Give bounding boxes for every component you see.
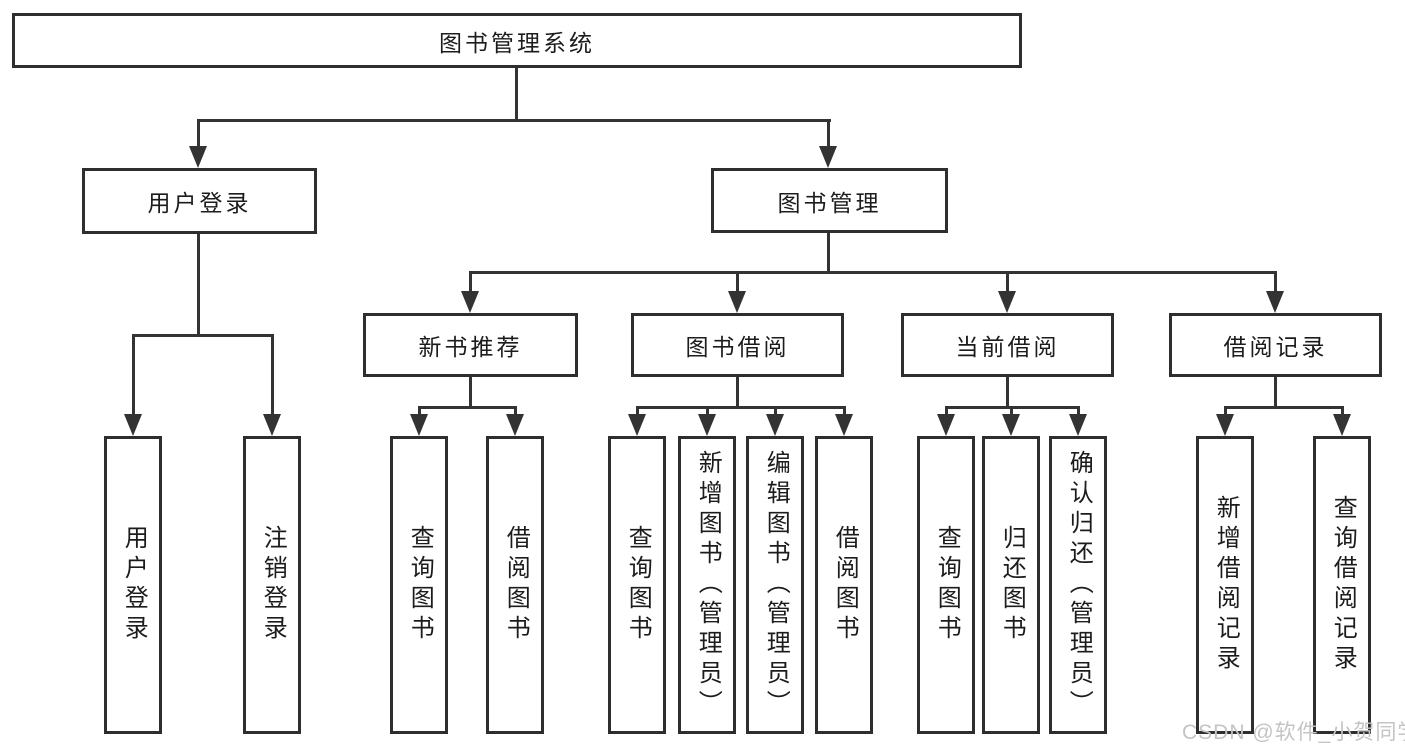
leaf-query-borrow-record: 查询借阅记录 [1313,436,1371,734]
arrow-down-icon [410,414,428,436]
arrow-down-icon [1333,414,1351,436]
leaf-user-login: 用户登录 [104,436,162,734]
leaf-query-books-borrow-label: 查询图书 [624,525,652,645]
connector-book-borrow-bus [636,406,846,409]
connector-drop-leaf [1224,406,1227,418]
node-book-management: 图书管理 [711,168,948,233]
leaf-logout-label: 注销登录 [259,525,287,645]
leaf-add-book-admin: 新增图书（管理员） [678,436,736,734]
leaf-query-books-current-label: 查询图书 [933,525,961,645]
leaf-add-book-admin-label: 新增图书（管理员） [694,450,722,720]
node-new-book-recommend: 新书推荐 [363,313,578,377]
node-book-borrow: 图书借阅 [631,313,844,377]
connector-drop-leaf [636,406,639,418]
arrow-down-icon [124,414,142,436]
node-new-book-recommend-label: 新书推荐 [418,334,523,360]
connector-drop-leaf [706,406,709,418]
connector-drop-current-borrow [1006,271,1009,295]
leaf-query-books-borrow: 查询图书 [608,436,666,734]
node-user-login-label: 用户登录 [147,190,252,216]
leaf-query-books-current: 查询图书 [917,436,975,734]
connector-drop-leaf [843,406,846,418]
arrow-down-icon [1002,414,1020,436]
leaf-confirm-return-admin-label: 确认归还（管理员） [1065,450,1093,720]
connector-drop-leaf [774,406,777,418]
connector-drop-leaf [514,406,517,418]
leaf-edit-book-admin-label: 编辑图书（管理员） [762,450,790,720]
node-book-borrow-label: 图书借阅 [685,334,790,360]
leaf-borrow-books-label: 借阅图书 [831,525,859,645]
leaf-query-books-recommend-label: 查询图书 [406,525,434,645]
arrow-down-icon [263,414,281,436]
node-borrow-records-label: 借阅记录 [1223,334,1328,360]
arrow-down-icon [1216,414,1234,436]
leaf-borrow-books: 借阅图书 [815,436,873,734]
node-root-label: 图书管理系统 [439,29,595,56]
connector-book-borrow-riser [736,375,739,409]
arrow-down-icon [937,414,955,436]
connector-book-management-riser [827,233,830,274]
connector-drop-leaf [945,406,948,418]
connector-drop-leaf [418,406,421,418]
connector-new-book-bus [418,406,517,409]
connector-drop-leaf [271,334,274,418]
node-borrow-records: 借阅记录 [1169,313,1382,377]
connector-drop-user-login [197,119,200,150]
arrow-down-icon [698,414,716,436]
leaf-borrow-books-recommend: 借阅图书 [486,436,544,734]
connector-drop-borrow-records [1274,271,1277,295]
arrow-down-icon [819,146,837,168]
leaf-logout: 注销登录 [243,436,301,734]
connector-borrow-records-riser [1274,375,1277,409]
connector-level2-bus [197,119,831,122]
node-book-management-label: 图书管理 [777,189,882,216]
leaf-add-borrow-record: 新增借阅记录 [1196,436,1254,734]
leaf-query-books-recommend: 查询图书 [390,436,448,734]
node-root: 图书管理系统 [12,13,1022,68]
arrow-down-icon [766,414,784,436]
arrow-down-icon [835,414,853,436]
connector-drop-book-management [827,119,830,150]
node-current-borrow: 当前借阅 [901,313,1114,377]
arrow-down-icon [189,146,207,168]
leaf-return-book: 归还图书 [982,436,1040,734]
leaf-return-book-label: 归还图书 [998,525,1026,645]
connector-current-borrow-riser [1006,375,1009,409]
arrow-down-icon [728,291,746,313]
leaf-edit-book-admin: 编辑图书（管理员） [746,436,804,734]
connector-root-riser [515,68,518,122]
connector-user-login-riser [197,232,200,337]
arrow-down-icon [461,291,479,313]
connector-drop-leaf [1077,406,1080,418]
connector-drop-leaf [1341,406,1344,418]
arrow-down-icon [628,414,646,436]
connector-drop-book-borrow [736,271,739,295]
connector-new-book-riser [469,375,472,409]
connector-drop-leaf [1010,406,1013,418]
watermark: CSDN @软件_小贺同学 [1182,721,1405,744]
leaf-borrow-books-recommend-label: 借阅图书 [502,525,530,645]
leaf-add-borrow-record-label: 新增借阅记录 [1212,495,1240,675]
arrow-down-icon [1069,414,1087,436]
leaf-user-login-label: 用户登录 [120,525,148,645]
connector-level3-bus [469,271,1277,274]
arrow-down-icon [998,291,1016,313]
connector-drop-new-book [469,271,472,295]
connector-user-login-bus [132,334,273,337]
leaf-confirm-return-admin: 确认归还（管理员） [1049,436,1107,734]
arrow-down-icon [1266,291,1284,313]
node-current-borrow-label: 当前借阅 [955,334,1060,360]
connector-drop-leaf [132,334,135,418]
connector-borrow-records-bus [1224,406,1344,409]
arrow-down-icon [506,414,524,436]
leaf-query-borrow-record-label: 查询借阅记录 [1329,495,1357,675]
node-user-login: 用户登录 [82,168,317,234]
